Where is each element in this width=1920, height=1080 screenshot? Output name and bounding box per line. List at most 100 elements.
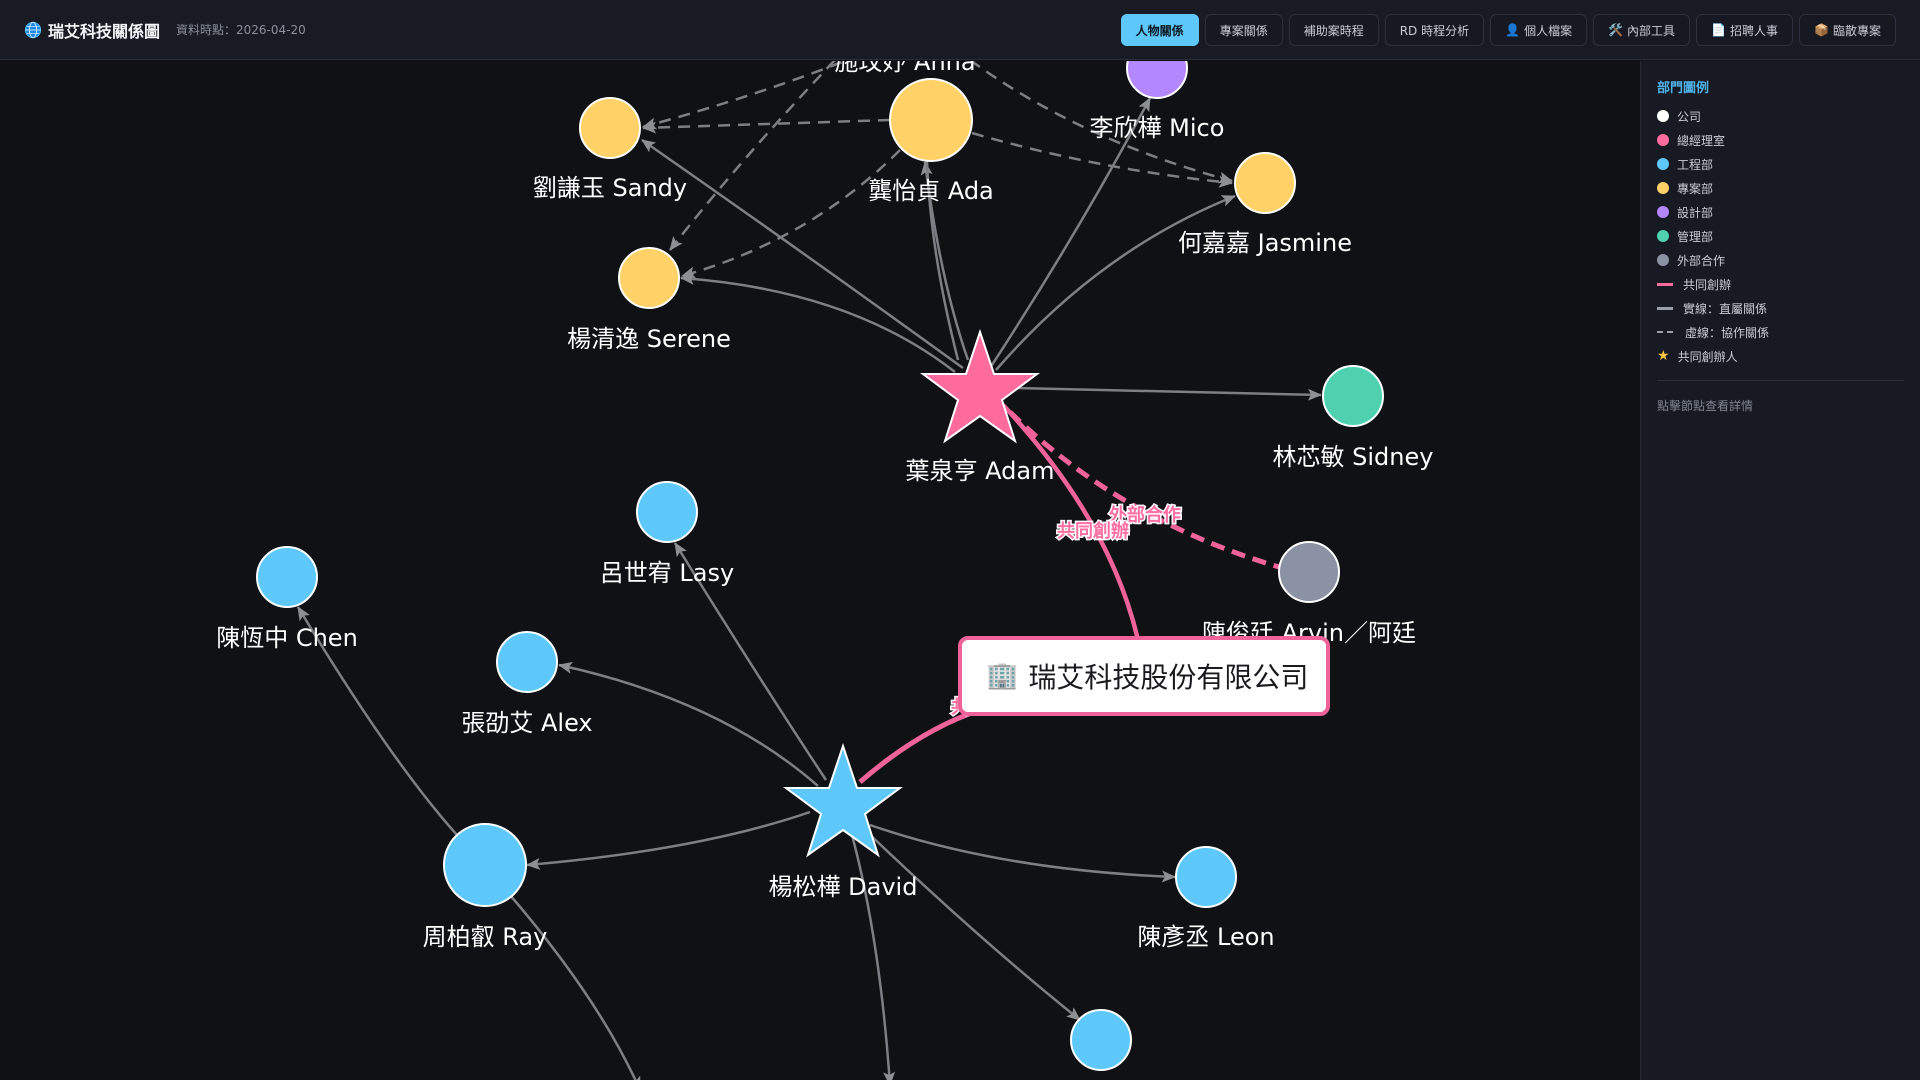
- legend-project: 專案部: [1657, 176, 1904, 200]
- legend-external: 外部合作: [1657, 248, 1904, 272]
- legend-line-solid: 實線：直屬關係: [1657, 296, 1904, 320]
- node-serene[interactable]: [618, 247, 680, 309]
- node-jasmine[interactable]: [1234, 152, 1296, 214]
- tab-personal-profile[interactable]: 👤個人檔案: [1490, 14, 1588, 46]
- legend-engineering: 工程部: [1657, 152, 1904, 176]
- tab-misc-projects[interactable]: 📦臨散專案: [1799, 14, 1896, 46]
- reporting-edges-adam: [641, 97, 1322, 401]
- graph-canvas[interactable]: 外部合作 共同創辦 共 施玟妤 Anna 李欣樺 Mico 劉謙玉 Sandy: [0, 61, 1640, 1080]
- reporting-edges-david: [296, 542, 1176, 1080]
- tab-label: 臨散專案: [1832, 23, 1881, 38]
- dashed-line-icon: [1657, 331, 1673, 333]
- label-sandy: 劉謙玉 Sandy: [533, 174, 687, 202]
- node-david-star[interactable]: [782, 742, 904, 858]
- legend-admin: 管理部: [1657, 224, 1904, 248]
- building-icon: 🏢: [986, 661, 1019, 691]
- edge-label-cofound: 共同創辦: [1057, 520, 1129, 542]
- label-david: 楊松樺 David: [769, 873, 918, 901]
- legend-label: 共同創辦: [1683, 277, 1732, 292]
- label-alex: 張劭艾 Alex: [461, 709, 592, 737]
- star-icon: ★: [1657, 348, 1670, 364]
- legend-design: 設計部: [1657, 200, 1904, 224]
- graph-nodes: [256, 61, 1384, 1071]
- tab-people-relations[interactable]: 人物關係: [1120, 14, 1199, 46]
- label-mico: 李欣樺 Mico: [1090, 114, 1225, 142]
- label-sidney: 林芯敏 Sidney: [1273, 443, 1434, 471]
- label-lasy: 呂世宥 Lasy: [600, 559, 734, 587]
- node-leon[interactable]: [1175, 846, 1237, 908]
- legend-star: ★ 共同創辦人: [1657, 344, 1904, 368]
- tab-label: RD 時程分析: [1399, 23, 1470, 38]
- company-name: 瑞艾科技股份有限公司: [1028, 661, 1309, 694]
- dot-icon: [1657, 254, 1669, 266]
- legend-line-cofound: 共同創辦: [1657, 272, 1904, 296]
- dot-icon: [1657, 134, 1669, 146]
- legend-line-dashed: 虛線：協作關係: [1657, 320, 1904, 344]
- label-ada: 龔怡貞 Ada: [868, 177, 994, 205]
- dot-icon: [1657, 110, 1669, 122]
- legend-hint: 點擊節點查看詳情: [1657, 399, 1754, 413]
- divider: [1657, 380, 1904, 381]
- legend-company: 公司: [1657, 104, 1904, 128]
- node-ada[interactable]: [889, 78, 973, 162]
- node-engineer[interactable]: [1070, 1009, 1132, 1071]
- node-lasy[interactable]: [636, 481, 698, 543]
- legend-gm-office: 總經理室: [1657, 128, 1904, 152]
- data-timestamp: 資料時點：2026-04-20: [176, 23, 306, 37]
- legend-title: 部門圖例: [1657, 81, 1710, 96]
- legend-label: 專案部: [1677, 181, 1714, 196]
- tab-label: 內部工具: [1627, 23, 1676, 38]
- tab-label: 補助案時程: [1303, 23, 1364, 38]
- tab-grant-timeline[interactable]: 補助案時程: [1288, 14, 1379, 46]
- label-chen: 陳恆中 Chen: [216, 624, 358, 652]
- document-icon: 📄: [1711, 23, 1727, 37]
- tools-icon: 🛠️: [1608, 23, 1624, 37]
- dot-icon: [1657, 206, 1669, 218]
- app-title: 瑞艾科技關係圖: [48, 21, 161, 41]
- legend-panel: 部門圖例 公司 總經理室 工程部 專案部 設計部 管理部 外部合作 共同創辦 實…: [1640, 61, 1920, 1080]
- tab-project-relations[interactable]: 專案關係: [1204, 14, 1283, 46]
- node-chen[interactable]: [256, 546, 318, 608]
- globe-icon: [24, 21, 42, 38]
- dot-icon: [1657, 158, 1669, 170]
- node-sandy[interactable]: [579, 97, 641, 159]
- label-adam: 葉泉亨 Adam: [906, 457, 1055, 485]
- legend-label: 外部合作: [1677, 253, 1726, 268]
- tab-label: 個人檔案: [1524, 23, 1573, 38]
- tab-label: 招聘人事: [1730, 23, 1779, 38]
- dot-icon: [1657, 230, 1669, 242]
- legend-label: 共同創辦人: [1677, 349, 1738, 364]
- label-ray: 周柏叡 Ray: [423, 923, 548, 951]
- edge-label-external: 外部合作: [1109, 504, 1181, 526]
- node-alex[interactable]: [496, 631, 558, 693]
- legend-label: 設計部: [1677, 205, 1714, 220]
- tab-label: 專案關係: [1219, 23, 1268, 38]
- tab-recruiting[interactable]: 📄招聘人事: [1696, 14, 1794, 46]
- app-brand: 瑞艾科技關係圖: [24, 18, 160, 42]
- tab-rd-timeline[interactable]: RD 時程分析: [1384, 14, 1485, 46]
- node-ray[interactable]: [443, 823, 527, 907]
- tab-label: 人物關係: [1135, 23, 1184, 38]
- company-node[interactable]: 🏢 瑞艾科技股份有限公司: [958, 636, 1330, 716]
- solid-line-icon: [1657, 306, 1673, 310]
- person-icon: 👤: [1505, 23, 1521, 37]
- label-leon: 陳彥丞 Leon: [1137, 923, 1274, 951]
- legend-label: 實線：直屬關係: [1683, 301, 1768, 316]
- dot-icon: [1657, 182, 1669, 194]
- legend-label: 總經理室: [1677, 133, 1726, 148]
- label-jasmine: 何嘉嘉 Jasmine: [1178, 229, 1352, 257]
- legend-label: 虛線：協作關係: [1685, 325, 1770, 340]
- tab-internal-tools[interactable]: 🛠️內部工具: [1593, 14, 1691, 46]
- nav-tabs: 人物關係 專案關係 補助案時程 RD 時程分析 👤個人檔案 🛠️內部工具 📄招聘…: [1120, 14, 1896, 46]
- package-icon: 📦: [1814, 23, 1829, 37]
- label-anna: 施玟妤 Anna: [834, 61, 975, 76]
- node-mico[interactable]: [1126, 61, 1188, 99]
- legend-label: 工程部: [1677, 157, 1714, 172]
- collab-edges: [642, 61, 1233, 279]
- top-bar: 瑞艾科技關係圖 資料時點：2026-04-20 人物關係 專案關係 補助案時程 …: [0, 0, 1920, 60]
- node-labels: 施玟妤 Anna 李欣樺 Mico 劉謙玉 Sandy 龔怡貞 Ada 何嘉嘉 …: [216, 61, 1433, 951]
- relationship-graph[interactable]: 外部合作 共同創辦 共 施玟妤 Anna 李欣樺 Mico 劉謙玉 Sandy: [0, 61, 1640, 1080]
- node-sidney[interactable]: [1322, 365, 1384, 427]
- node-arvin[interactable]: [1278, 541, 1340, 603]
- node-adam-star[interactable]: [919, 328, 1041, 444]
